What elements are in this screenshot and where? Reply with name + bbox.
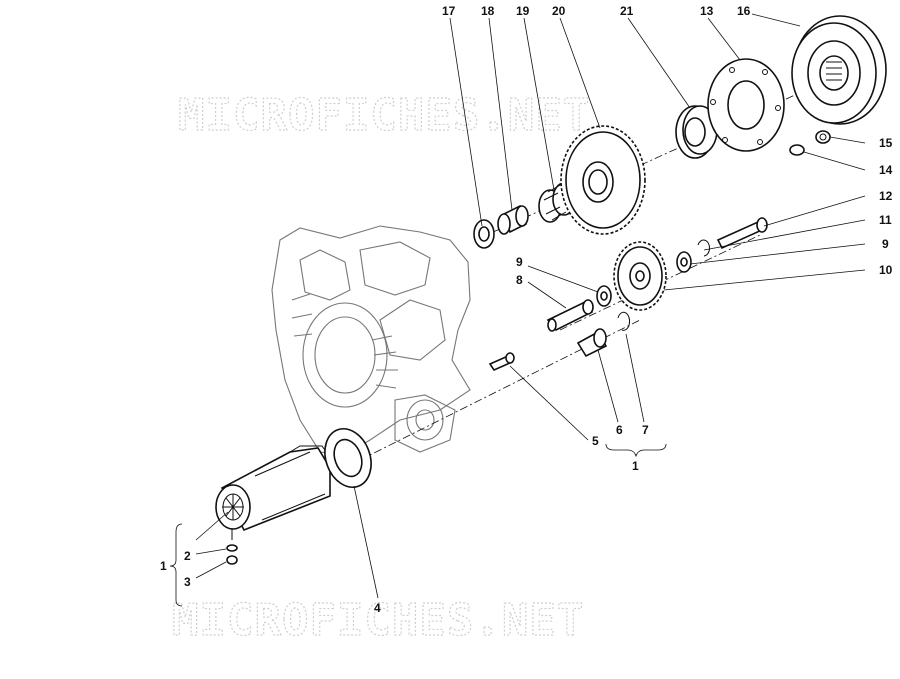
callout-19: 19 — [516, 4, 530, 18]
callout-1-pinion: 1 — [632, 459, 639, 473]
callout-12: 12 — [879, 189, 893, 203]
callout-11: 11 — [879, 213, 892, 227]
starter-motor — [215, 445, 333, 540]
callout-5: 5 — [592, 434, 599, 448]
gasket-4 — [324, 428, 372, 488]
watermark-bottom: MICROFICHES.NET — [172, 595, 584, 646]
leader-lines — [195, 13, 866, 599]
callout-3: 3 — [184, 575, 191, 589]
large-gear-20 — [560, 125, 646, 235]
callout-13: 13 — [700, 4, 714, 18]
washer-9-upper — [676, 251, 692, 273]
callout-14: 14 — [879, 163, 893, 177]
engine-case-outline — [271, 225, 471, 456]
pinion-6 — [576, 328, 608, 358]
callout-16: 16 — [737, 4, 751, 18]
callout-2: 2 — [184, 549, 191, 563]
flange-13 — [707, 58, 785, 152]
callout-17: 17 — [442, 4, 456, 18]
callout-9-right: 9 — [882, 237, 889, 251]
callout-7: 7 — [642, 423, 649, 437]
callout-10: 10 — [879, 263, 893, 277]
group-bracket-starter — [169, 523, 183, 607]
spacer-17 — [473, 219, 495, 249]
screw-5 — [488, 352, 515, 372]
freewheel-21 — [675, 105, 718, 159]
circlip-11 — [697, 239, 711, 257]
callout-20: 20 — [552, 4, 566, 18]
callout-8: 8 — [516, 273, 523, 287]
callout-4: 4 — [374, 601, 381, 615]
circlip-7 — [617, 311, 631, 331]
washer-9-lower — [596, 285, 612, 307]
washer-2 — [226, 544, 238, 552]
callout-labels: 17 18 19 20 21 13 16 15 14 12 11 9 10 9 … — [160, 4, 893, 615]
callout-15: 15 — [879, 136, 893, 150]
nut-3 — [226, 555, 238, 565]
flywheel-16 — [791, 15, 887, 125]
callout-18: 18 — [481, 4, 495, 18]
watermark-top: MICROFICHES.NET — [178, 90, 590, 141]
bolt-12 — [716, 217, 768, 250]
shaft-8 — [546, 299, 594, 332]
callout-1-starter: 1 — [160, 559, 167, 573]
idler-gear-10 — [613, 241, 667, 311]
callout-6: 6 — [616, 423, 623, 437]
dowel-14 — [789, 144, 805, 156]
callout-9-left: 9 — [516, 255, 523, 269]
callout-21: 21 — [620, 4, 634, 18]
ring-15 — [815, 130, 831, 144]
bushing-18 — [497, 204, 529, 235]
group-bracket-pinion — [605, 443, 667, 458]
